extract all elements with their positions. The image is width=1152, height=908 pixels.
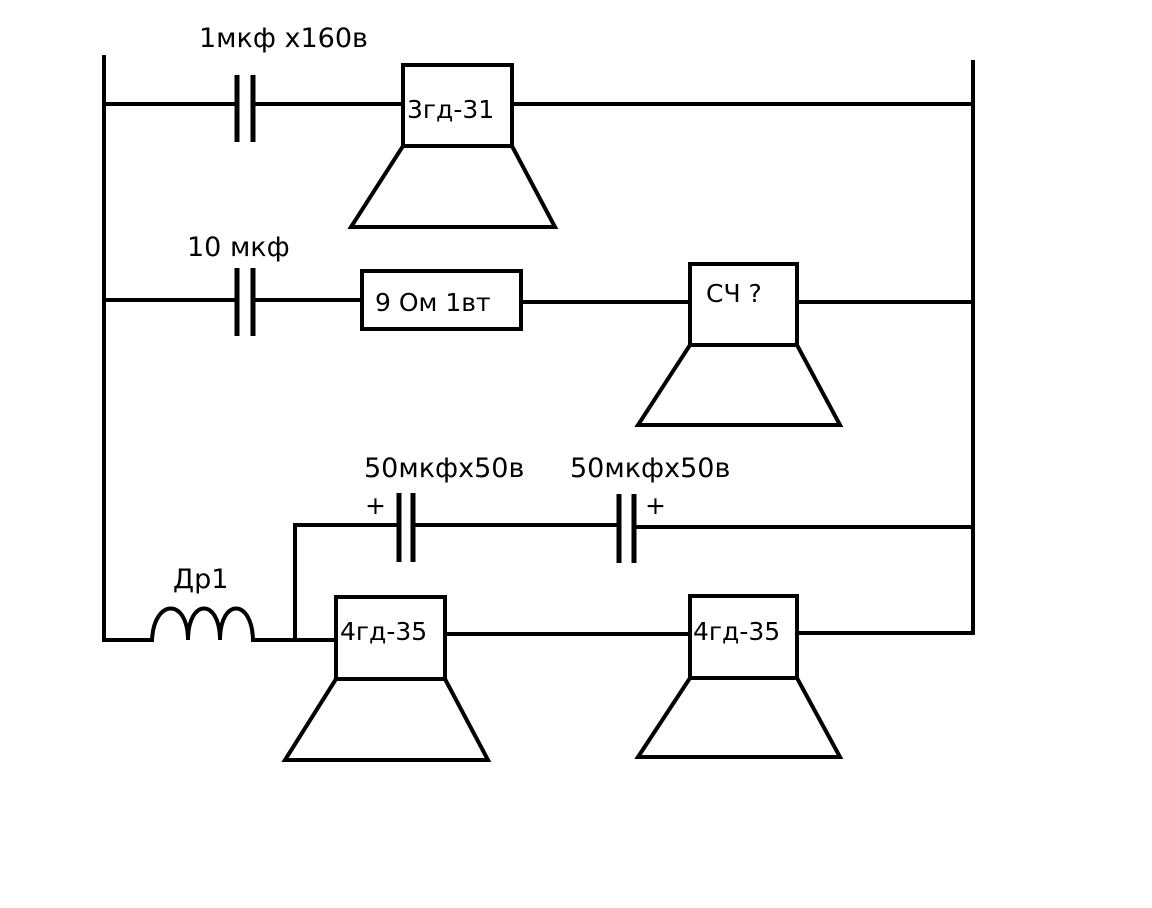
branch-bottom: Др1 50мкфх50в + 50мкфх50в + 4гд-35 4гд-3… — [102, 453, 975, 762]
speaker-right-magnet — [688, 594, 799, 680]
capacitor-c3-polarity: + — [365, 491, 386, 520]
capacitor-c4-label: 50мкфх50в — [570, 453, 730, 484]
speaker-woofer-top-label: 3гд-31 — [407, 95, 494, 124]
resistor-body — [360, 269, 523, 331]
resistor-label: 9 Ом 1вт — [375, 288, 491, 317]
speaker-woofer-top-cone-icon — [347, 144, 559, 229]
speaker-left-cone-icon — [281, 677, 492, 762]
choke-dr1-label: Др1 — [173, 564, 228, 595]
speaker-mid: СЧ ? — [634, 262, 844, 427]
speaker-mid-cone-icon — [634, 343, 844, 427]
speaker-right-cone-icon — [634, 676, 844, 759]
speaker-woofer-top: 3гд-31 — [347, 63, 559, 229]
capacitor-c2-label: 10 мкф — [187, 232, 290, 263]
choke-dr1-coil-icon — [149, 606, 256, 643]
capacitor-c4-polarity: + — [645, 491, 666, 520]
resistor: 9 Ом 1вт — [360, 269, 523, 331]
speaker-left-label: 4гд-35 — [340, 617, 427, 646]
capacitor-c3-label: 50мкфх50в — [364, 453, 524, 484]
capacitor-c1-label: 1мкф х160в — [199, 23, 368, 54]
branch-top: 1мкф х160в 3гд-31 — [102, 23, 975, 229]
speaker-left-magnet — [334, 595, 447, 681]
branch-mid: 10 мкф 9 Ом 1вт СЧ ? — [102, 232, 975, 427]
speaker-right-label: 4гд-35 — [693, 617, 780, 646]
speaker-right: 4гд-35 — [634, 594, 844, 759]
speaker-mid-label: СЧ ? — [706, 279, 762, 308]
speaker-left: 4гд-35 — [281, 595, 492, 762]
